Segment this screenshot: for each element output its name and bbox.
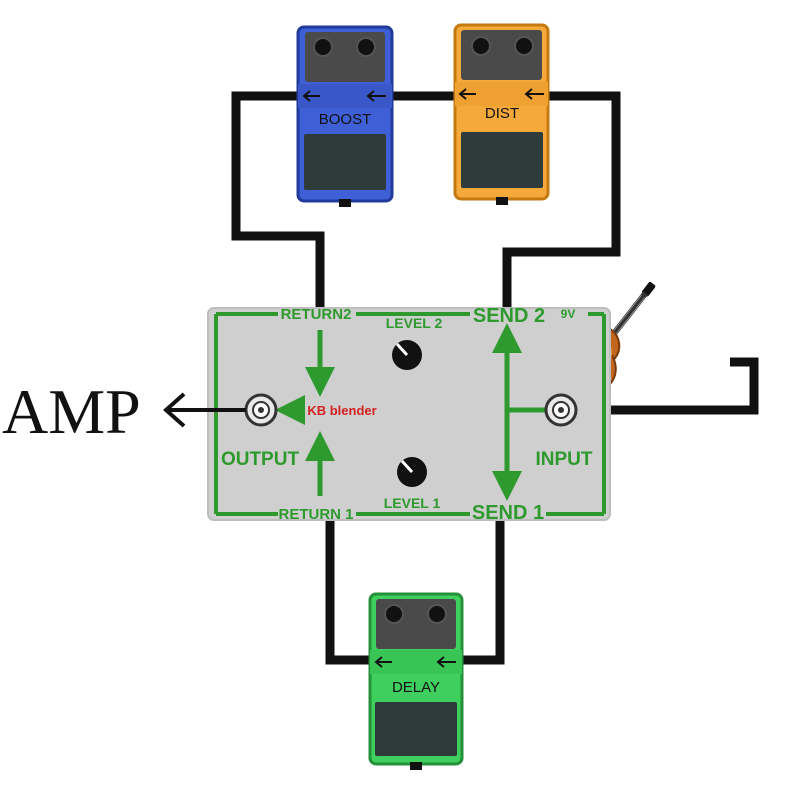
amp-label: AMP — [2, 376, 141, 447]
boost-label: BOOST — [319, 111, 372, 128]
send1-label: SEND 1 — [472, 502, 544, 524]
dist-pedal[interactable]: DIST — [453, 23, 550, 205]
level1-label: LEVEL 1 — [384, 495, 441, 511]
boost-pedal[interactable]: BOOST — [296, 25, 394, 207]
blender-brand-label: KB blender — [307, 403, 376, 418]
cable-boost-to-return2 — [231, 91, 325, 314]
input-label: INPUT — [536, 449, 593, 470]
cable-send1-to-delay — [462, 520, 505, 665]
return1-label: RETURN 1 — [278, 506, 353, 523]
dist-label: DIST — [485, 105, 519, 122]
dist-arrow-icons — [458, 88, 544, 100]
cables — [231, 91, 759, 665]
amp-arrow — [162, 392, 246, 428]
boost-knob-left[interactable] — [313, 37, 333, 57]
delay-knob-left[interactable] — [384, 604, 404, 624]
cable-guitar-to-input — [561, 357, 759, 415]
delay-knob-right[interactable] — [427, 604, 447, 624]
delay-label: DELAY — [392, 679, 440, 696]
boost-knob-right[interactable] — [356, 37, 376, 57]
dist-knob-left[interactable] — [471, 36, 491, 56]
dist-footswitch[interactable] — [461, 132, 543, 188]
input-jack[interactable] — [544, 393, 578, 427]
level1-knob[interactable] — [397, 457, 427, 487]
send2-label: SEND 2 — [473, 305, 545, 327]
output-jack[interactable] — [244, 393, 278, 427]
delay-footswitch[interactable] — [375, 702, 457, 756]
delay-arrow-icons — [374, 656, 456, 668]
output-label: OUTPUT — [221, 449, 300, 470]
cable-send2-to-dist — [502, 91, 621, 314]
dist-knob-right[interactable] — [514, 36, 534, 56]
voltage-label: 9V — [561, 307, 576, 321]
signal-arrows — [275, 323, 546, 501]
boost-arrow-icons — [302, 90, 386, 102]
delay-pedal[interactable]: DELAY — [368, 592, 464, 770]
level2-label: LEVEL 2 — [386, 315, 443, 331]
cable-delay-to-return1 — [325, 520, 370, 665]
boost-footswitch[interactable] — [304, 134, 386, 190]
blender-box: RETURN2 LEVEL 2 SEND 2 9V KB blender OUT… — [207, 305, 611, 524]
return2-label: RETURN2 — [281, 306, 352, 323]
level2-knob[interactable] — [392, 340, 422, 370]
